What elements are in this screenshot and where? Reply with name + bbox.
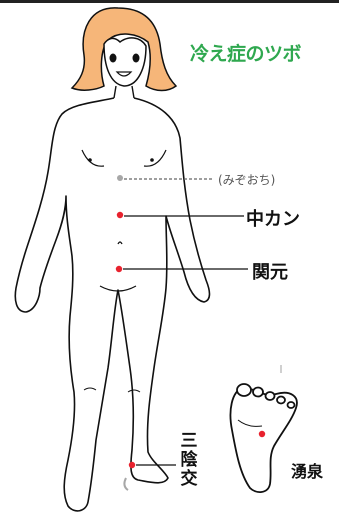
mizoochi-point [117, 175, 123, 181]
foot-sole [230, 384, 296, 492]
chukan-point [117, 212, 123, 218]
kangen-point [116, 266, 122, 272]
right-eye [133, 54, 140, 63]
left-eye [110, 54, 117, 63]
face [104, 38, 146, 86]
diagram-title: 冷え症のツボ [190, 39, 338, 66]
sanin-point [129, 462, 135, 468]
yusen-point [259, 431, 265, 437]
label-sanin: 三陰交 [180, 432, 198, 489]
label-yusen: 湧泉 [291, 458, 323, 482]
label-kangen: 関元 [252, 258, 288, 284]
label-mizoochi: (みぞおち) [218, 171, 275, 188]
label-chukan: 中カン [246, 205, 300, 231]
